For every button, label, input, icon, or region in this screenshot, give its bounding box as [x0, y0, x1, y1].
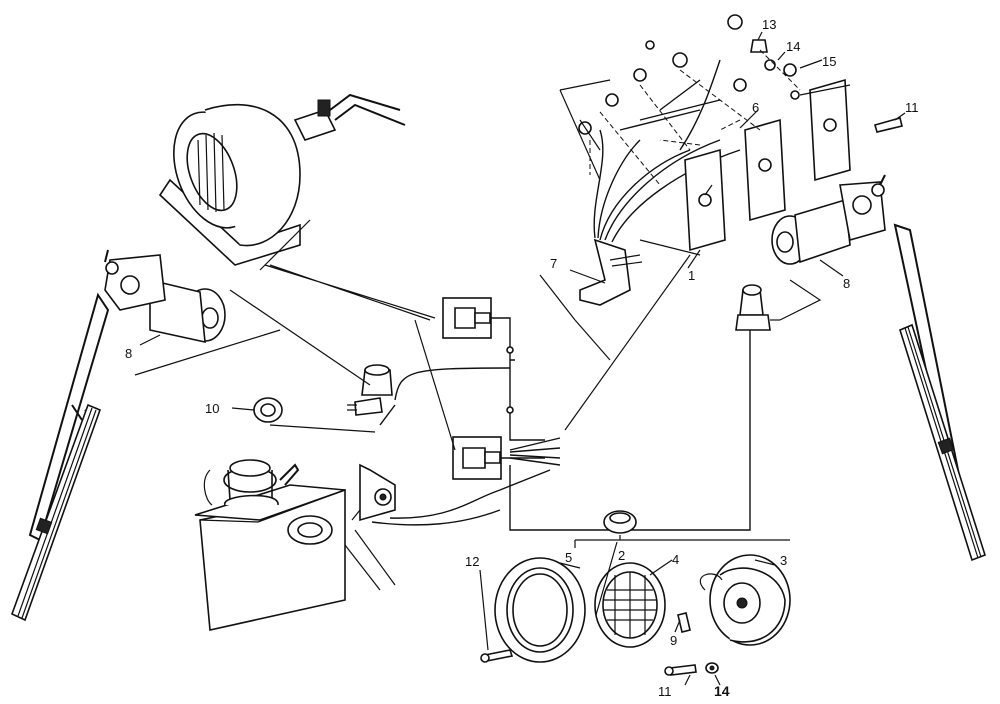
callout-3: 3 — [780, 553, 787, 568]
callout-7: 7 — [550, 256, 557, 271]
lamp-housing-3 — [699, 554, 791, 646]
grommet-2 — [603, 510, 637, 534]
callout-6: 6 — [752, 100, 759, 115]
callout-8-left: 8 — [125, 346, 132, 361]
blower-motor — [158, 93, 406, 266]
callout-8-right: 8 — [843, 276, 850, 291]
grommet-10 — [253, 397, 283, 423]
callout-11-top: 11 — [905, 100, 919, 115]
callout-9: 9 — [670, 633, 677, 648]
callout-10: 10 — [205, 401, 219, 416]
mounting-bracket — [359, 463, 396, 522]
lamp-ring-5 — [494, 557, 586, 663]
relay-lower — [452, 436, 502, 480]
callout-4: 4 — [672, 552, 679, 567]
callout-1: 1 — [688, 268, 695, 283]
callout-15: 15 — [822, 54, 836, 69]
callout-12: 12 — [465, 554, 479, 569]
callout-14-top: 14 — [786, 39, 800, 54]
washer-reservoir — [194, 459, 346, 631]
left-wiper-arm — [10, 292, 110, 622]
right-wiper-arm — [893, 223, 986, 562]
switch-panel — [559, 14, 903, 306]
washer-jet-left — [347, 364, 393, 416]
callout-14-bottom: 14 — [714, 683, 730, 699]
callout-labels: 1 2 3 4 5 6 7 8 8 9 10 11 11 12 13 14 14… — [125, 17, 919, 699]
screws-and-washers — [480, 612, 719, 676]
wiring-harness — [371, 317, 751, 531]
right-wiper-motor — [771, 174, 886, 265]
leader-lines — [134, 219, 822, 591]
washer-jet-right — [735, 284, 780, 331]
left-wiper-motor — [104, 249, 226, 344]
relay-upper — [442, 297, 492, 339]
callout-pointers — [139, 31, 906, 686]
callout-2: 2 — [618, 548, 625, 563]
callout-13: 13 — [762, 17, 776, 32]
callout-11-bottom: 11 — [658, 684, 672, 699]
callout-5: 5 — [565, 550, 572, 565]
lamp-lens-4 — [594, 562, 666, 648]
